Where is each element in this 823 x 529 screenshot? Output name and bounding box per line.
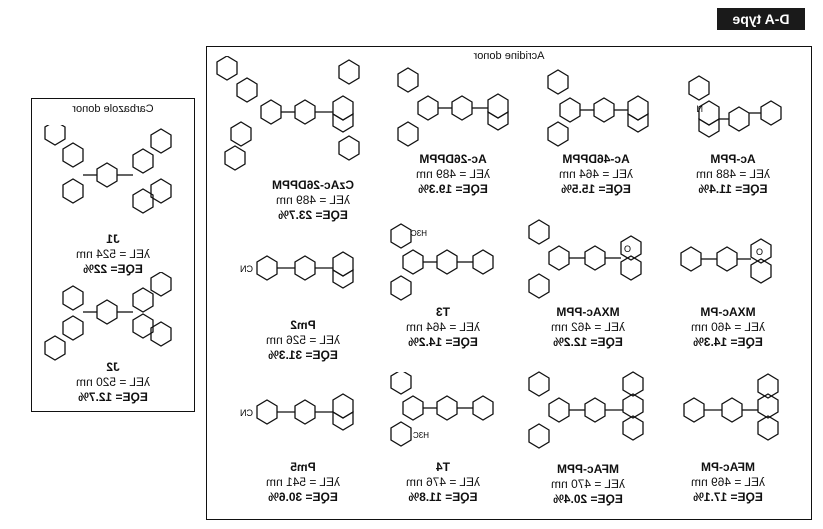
eqe-value: EQE= 14.2% [408,335,478,349]
compound-name: CzAc-26DPPM [271,178,355,192]
caption-ac-ppm: Ac-PPM λEL = 488 nm EQE= 11.4% [678,152,788,197]
eqe-value: EQE= 15.5% [561,182,631,196]
compound-name: T4 [436,460,451,474]
structure-ac-ppm: N [688,75,782,138]
caption-t3: T3 λEL = 464 nm EQE= 14.2% [388,305,498,350]
lambda-value: λEL = 460 nm [691,320,765,334]
compound-name: Ac-PPM [710,152,756,166]
structure-mfac-ppm [528,371,644,449]
eqe-value: EQE= 20.4% [553,492,623,506]
structure-mxac-pm: O [680,238,772,284]
structure-czac-26dppm [216,56,360,171]
caption-czac-26dppm: CzAc-26DPPM λEL = 489 nm EQE= 23.7% [248,178,378,223]
compound-name: Pm2 [290,318,316,332]
carbazole-box-title: Carbazole donor [72,103,154,115]
eqe-value: EQE= 14.3% [693,335,763,349]
svg-text:O: O [624,244,631,254]
caption-mxac-pm: MXAc-PM λEL = 460 nm EQE= 14.3% [673,305,783,350]
svg-text:CN: CN [240,408,253,418]
eqe-value: EQE= 22% [83,262,143,276]
lambda-value: λEL = 462 nm [551,320,625,334]
eqe-value: EQE= 11.8% [408,490,478,504]
caption-j1: J1 λEL = 524 nm EQE= 22% [58,232,168,277]
svg-text:O: O [756,247,763,257]
caption-mfac-pm: MFAc-PM λEL = 469 nm EQE= 17.1% [673,460,783,505]
lambda-value: λEL = 464 nm [559,167,633,181]
lambda-value: λEL = 476 nm [406,475,480,489]
eqe-value: EQE= 12.2% [553,335,623,349]
eqe-value: EQE= 19.3% [418,182,488,196]
structure-mfac-pm [683,373,779,441]
lambda-value: λEL = 520 nm [76,375,150,389]
compound-name: MXAc-PPM [556,305,620,319]
compound-name: MXAc-PM [700,305,756,319]
caption-mfac-ppm: MFAc-PPM λEL = 470 nm EQE= 20.4% [533,462,643,507]
lambda-value: λEL = 470 nm [551,477,625,491]
caption-j2: J2 λEL = 520 nm EQE= 12.7% [58,360,168,405]
compound-name: Ac-46DPPM [562,152,630,166]
lambda-value: λEL = 524 nm [76,247,150,261]
svg-text:H3C: H3C [411,229,427,238]
compound-name: J1 [106,232,120,246]
eqe-value: EQE= 11.4% [698,182,768,196]
lambda-value: λEL = 489 nm [276,193,350,207]
svg-text:N: N [697,104,704,114]
eqe-value: EQE= 31.3% [268,348,338,362]
caption-ac-26dppm: Ac-26DPPM λEL = 489 nm EQE= 19.3% [398,152,508,197]
lambda-value: λEL = 464 nm [406,320,480,334]
structure-t4: H3C [390,372,494,447]
caption-t4: T4 λEL = 476 nm EQE= 11.8% [388,460,498,505]
type-tag: D-A type [717,8,805,30]
lambda-value: λEL = 541 nm [266,475,340,489]
structure-pm2: CN [240,251,354,289]
structure-ac-26dppm [397,67,509,147]
eqe-value: EQE= 17.1% [693,490,763,504]
compound-name: MFAc-PM [701,460,755,474]
compound-name: Pm5 [290,460,316,474]
svg-text:H3C: H3C [413,431,429,440]
eqe-value: EQE= 23.7% [278,208,348,222]
compound-name: MFAc-PPM [557,462,620,476]
compound-name: Ac-26DPPM [419,152,487,166]
lambda-value: λEL = 469 nm [691,475,765,489]
eqe-value: EQE= 30.6% [268,490,338,504]
lambda-value: λEL = 526 nm [266,333,340,347]
caption-ac-46dppm: Ac-46DPPM λEL = 464 nm EQE= 15.5% [541,152,651,197]
compound-name: J2 [106,360,120,374]
caption-pm5: Pm5 λEL = 541 nm EQE= 30.6% [248,460,358,505]
structure-mxac-ppm: O [528,219,642,299]
caption-pm2: Pm2 λEL = 526 nm EQE= 31.3% [248,318,358,363]
structure-j1 [44,125,172,214]
svg-text:CN: CN [240,264,253,274]
structure-pm5: CN [240,393,354,431]
structure-j2 [44,272,172,361]
structure-ac-46dppm [547,69,649,147]
structure-t3: H3C [390,223,494,301]
caption-mxac-ppm: MXAc-PPM λEL = 462 nm EQE= 12.2% [533,305,643,350]
compound-name: T3 [436,305,451,319]
eqe-value: EQE= 12.7% [78,390,148,404]
lambda-value: λEL = 489 nm [416,167,490,181]
lambda-value: λEL = 488 nm [696,167,770,181]
